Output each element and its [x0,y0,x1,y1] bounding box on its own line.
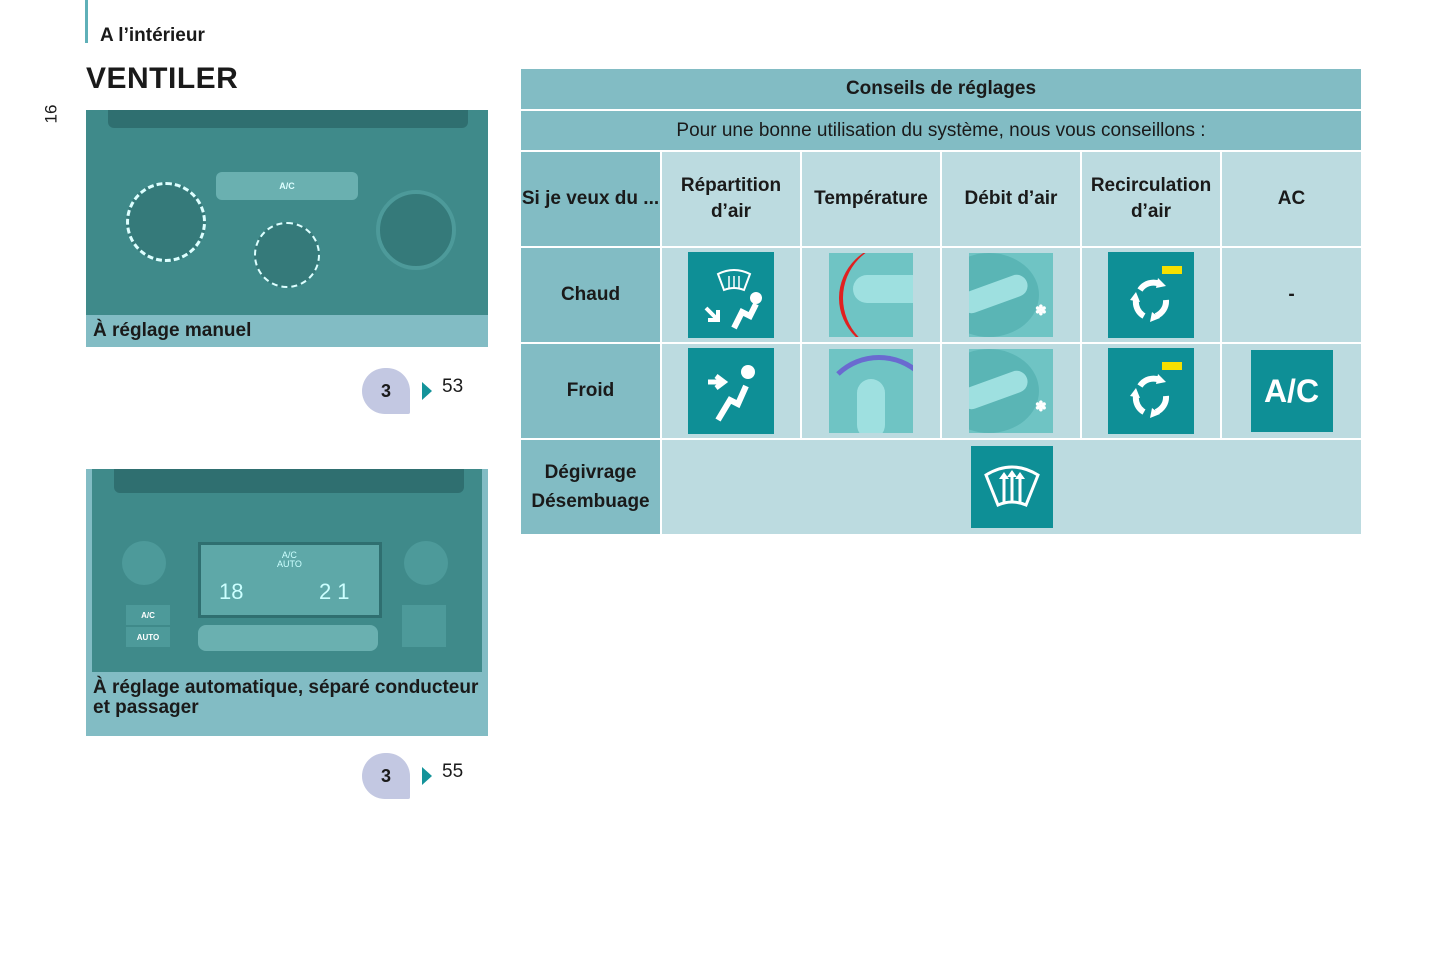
table-header-row: Si je veux du ... Répartition d’air Temp… [521,152,1361,246]
ac-value: - [1222,248,1361,342]
fan-speed-knob-icon: ✽ [969,253,1053,337]
page-number: 16 [41,104,61,124]
panel-caption: À réglage manuel [93,320,252,341]
recirculation-icon [1108,348,1194,434]
page-title: VENTILER [86,62,239,95]
table-row: Froid ✽ A/C [521,344,1361,438]
arrow-right-icon [422,767,432,785]
column-header: Si je veux du ... [521,152,660,246]
face-airflow-icon [688,348,774,434]
column-header: Température [802,152,940,246]
fan-speed-knob-icon: ✽ [969,349,1053,433]
reference-page: 55 [442,761,464,782]
table-title: Conseils de réglages [521,69,1361,109]
section-marker [85,0,88,43]
ac-button-illustration: A/C [216,172,358,200]
auto-button-illustration: AUTO [126,627,170,647]
settings-table: Conseils de réglages Pour une bonne util… [521,69,1361,536]
manual-panel-figure: A/C À réglage manuel [86,110,488,347]
table-subtitle: Pour une bonne utilisation du système, n… [521,111,1361,150]
display-auto: AUTO [277,559,302,569]
column-header: AC [1222,152,1361,246]
arrow-right-icon [422,382,432,400]
row-label: Chaud [521,248,660,342]
page-reference[interactable]: 3 53 [362,368,463,414]
table-row: Dégivrage Désembuage [521,440,1361,534]
column-header: Recirculation d’air [1082,152,1220,246]
ac-icon: A/C [1250,350,1333,432]
chapter-badge: 3 [362,368,410,414]
row-label: Dégivrage Désembuage [521,440,660,534]
column-header: Débit d’air [942,152,1080,246]
manual-control-illustration: A/C [86,110,488,315]
right-temperature-knob [404,541,448,585]
table-row: Chaud ✽ - [521,248,1361,342]
section-title: A l’intérieur [100,25,205,46]
row-label: Froid [521,344,660,438]
recirculation-icon [1108,252,1194,338]
left-temperature-knob [122,541,166,585]
max-defrost-icon [970,446,1053,528]
temperature-knob-hot-icon [829,253,913,337]
display-ac: A/C [281,550,297,560]
ac-button-illustration: A/C [126,605,170,625]
windscreen-and-feet-airflow-icon [688,252,774,338]
page-reference[interactable]: 3 55 [362,753,463,799]
right-temp-readout: 21 [319,579,356,604]
reference-page: 53 [442,376,464,397]
column-header: Répartition d’air [662,152,800,246]
left-temp-readout: 18 [219,579,244,604]
temperature-knob-cold-icon [829,349,913,433]
temperature-knob [376,190,456,270]
chapter-badge: 3 [362,753,410,799]
air-distribution-knob [126,182,206,262]
fan-speed-knob [254,222,320,288]
panel-caption: À réglage automatique, séparé conducteur… [93,677,479,718]
